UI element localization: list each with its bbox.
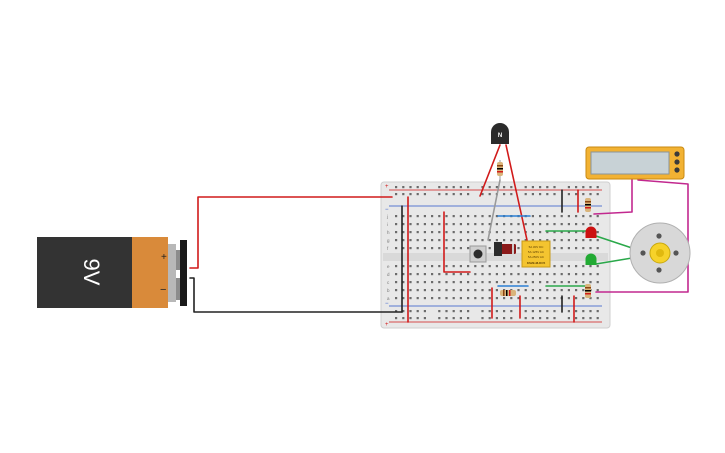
- relay-icon[interactable]: 5A 30V DC 5A 125V AC 5A 250V AC KS2E-M-D…: [521, 240, 551, 268]
- relay-line3: 5A 30V DC: [529, 245, 545, 249]
- led-icon[interactable]: [585, 226, 597, 239]
- row-letter-d: d: [387, 272, 390, 277]
- wire-transistor-emitter[interactable]: [505, 144, 528, 241]
- battery-icon[interactable]: 9V + −: [37, 237, 187, 308]
- pushbutton-icon[interactable]: [469, 245, 487, 263]
- rail-minus-label: −: [385, 207, 389, 213]
- rail-minus-label-bottom: −: [385, 301, 389, 307]
- relay-model-label: KS2E-M-DC5: [527, 261, 546, 265]
- wire-multimeter-probe-1[interactable]: [593, 177, 633, 215]
- row-letter-a: a: [387, 296, 390, 301]
- wire-battery-negative[interactable]: [189, 277, 403, 313]
- battery-plus-label: +: [161, 252, 167, 263]
- rail-plus-label: +: [385, 184, 389, 190]
- multimeter-icon[interactable]: [585, 146, 685, 180]
- battery-minus-label: −: [160, 284, 166, 296]
- resistor-icon-bottom-right[interactable]: [585, 284, 591, 298]
- wire-battery-positive[interactable]: [189, 196, 393, 269]
- diode-icon[interactable]: [494, 242, 516, 256]
- wire-green-motor-2[interactable]: [595, 257, 633, 265]
- dc-motor-icon[interactable]: [629, 222, 691, 284]
- wire-green-motor-1[interactable]: [595, 235, 633, 249]
- row-letter-f: f: [387, 246, 389, 251]
- row-letter-e: e: [387, 264, 390, 269]
- resistor-icon-right[interactable]: [585, 198, 591, 212]
- row-letter-j: j: [386, 214, 388, 219]
- row-letter-i: i: [387, 222, 388, 227]
- relay-line2: 5A 125V AC: [528, 250, 545, 254]
- transistor-label: N: [498, 133, 502, 139]
- row-letter-c: c: [387, 280, 390, 285]
- transistor-icon[interactable]: N: [491, 123, 509, 144]
- wire-transistor-base[interactable]: [487, 179, 501, 241]
- wire-transistor-collector[interactable]: [479, 144, 501, 197]
- row-letter-b: b: [387, 288, 390, 293]
- wire-red-jumper-top[interactable]: [443, 211, 471, 273]
- wire-multimeter-probe-2[interactable]: [595, 179, 689, 293]
- rail-plus-label-bottom: +: [385, 322, 389, 328]
- multimeter-terminal-icon[interactable]: [674, 167, 680, 173]
- row-letter-g: g: [387, 238, 390, 243]
- row-letter-h: h: [387, 230, 390, 235]
- resistor-icon[interactable]: [497, 160, 503, 182]
- led-icon-green[interactable]: [585, 253, 597, 266]
- multimeter-terminal-icon[interactable]: [674, 151, 680, 157]
- multimeter-terminal-icon[interactable]: [674, 159, 680, 165]
- battery-voltage-label: 9V: [79, 259, 104, 286]
- resistor-icon-bottom[interactable]: [500, 290, 516, 296]
- relay-line1: 5A 250V AC: [528, 255, 545, 259]
